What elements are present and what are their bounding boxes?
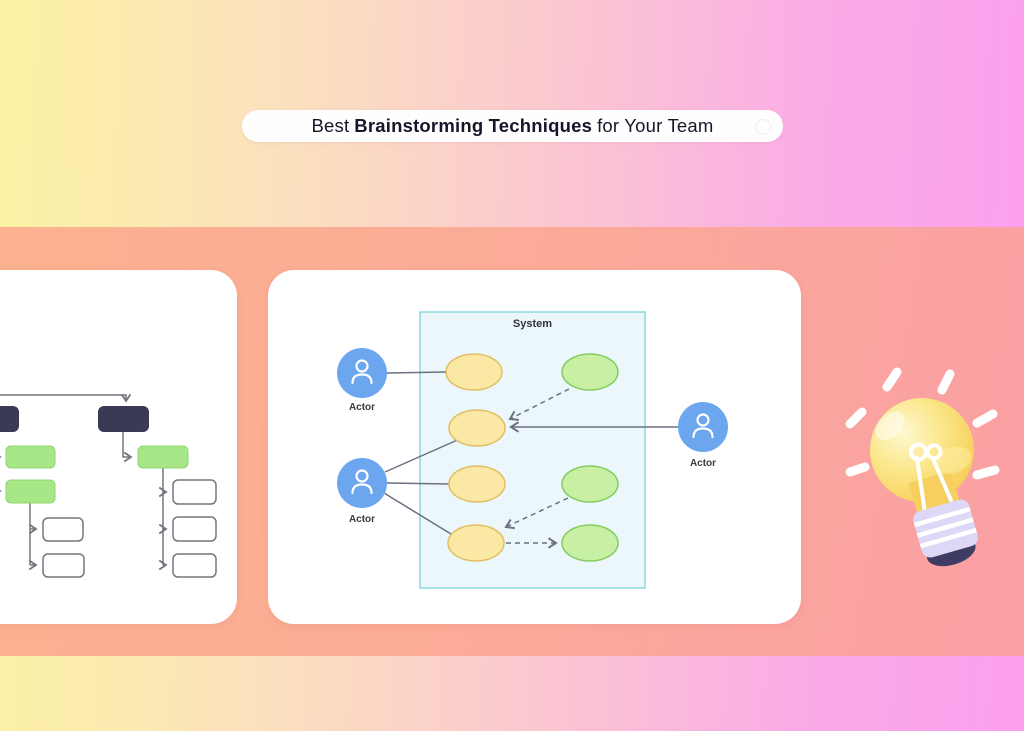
actor-label: Actor	[689, 458, 717, 469]
use-case-green	[561, 465, 619, 503]
use-case-green	[561, 524, 619, 562]
dark-node	[98, 406, 149, 432]
system-label: System	[512, 318, 553, 330]
flowchart-diagram	[0, 393, 217, 578]
lightbulb-icon	[845, 367, 1000, 567]
use-case-card: System Actor Actor Actor	[268, 270, 801, 624]
actor-node	[337, 348, 387, 398]
association-lines	[383, 371, 678, 549]
white-node	[42, 517, 84, 542]
person-icon	[351, 469, 373, 495]
actors	[337, 348, 728, 508]
white-node	[172, 516, 217, 542]
white-node	[172, 479, 217, 505]
actor-label: Actor	[348, 402, 376, 413]
flowchart-connectors	[0, 393, 168, 571]
bulb-highlight	[875, 411, 905, 441]
bulb-base-stripes	[911, 505, 981, 550]
dark-node	[0, 406, 19, 432]
flowchart-nodes	[0, 406, 217, 578]
person-icon	[351, 359, 373, 385]
green-node	[137, 445, 189, 469]
actor-node	[678, 402, 728, 452]
use-case-ellipses	[445, 353, 619, 562]
bulb-filament	[908, 442, 953, 512]
use-case-diagram	[337, 311, 728, 589]
use-case-yellow	[448, 409, 506, 447]
page-title: Best Brainstorming Techniques for Your T…	[311, 115, 713, 137]
person-icon	[692, 413, 714, 439]
title-bold: Brainstorming Techniques	[354, 115, 593, 136]
pill-circle-decoration	[755, 119, 771, 135]
white-node	[172, 553, 217, 578]
use-case-yellow	[447, 524, 505, 562]
actor-node	[337, 458, 387, 508]
title-pill: Best Brainstorming Techniques for Your T…	[242, 110, 783, 142]
flowchart-card	[0, 270, 237, 624]
use-case-green	[561, 353, 619, 391]
green-node	[5, 479, 56, 504]
use-case-yellow	[448, 465, 506, 503]
actor-label: Actor	[348, 514, 376, 525]
green-node	[5, 445, 56, 469]
title-suffix: for Your Team	[597, 115, 714, 136]
title-prefix: Best	[311, 115, 350, 136]
bulb-body	[870, 398, 981, 567]
use-case-yellow	[445, 353, 503, 391]
white-node	[42, 553, 85, 578]
